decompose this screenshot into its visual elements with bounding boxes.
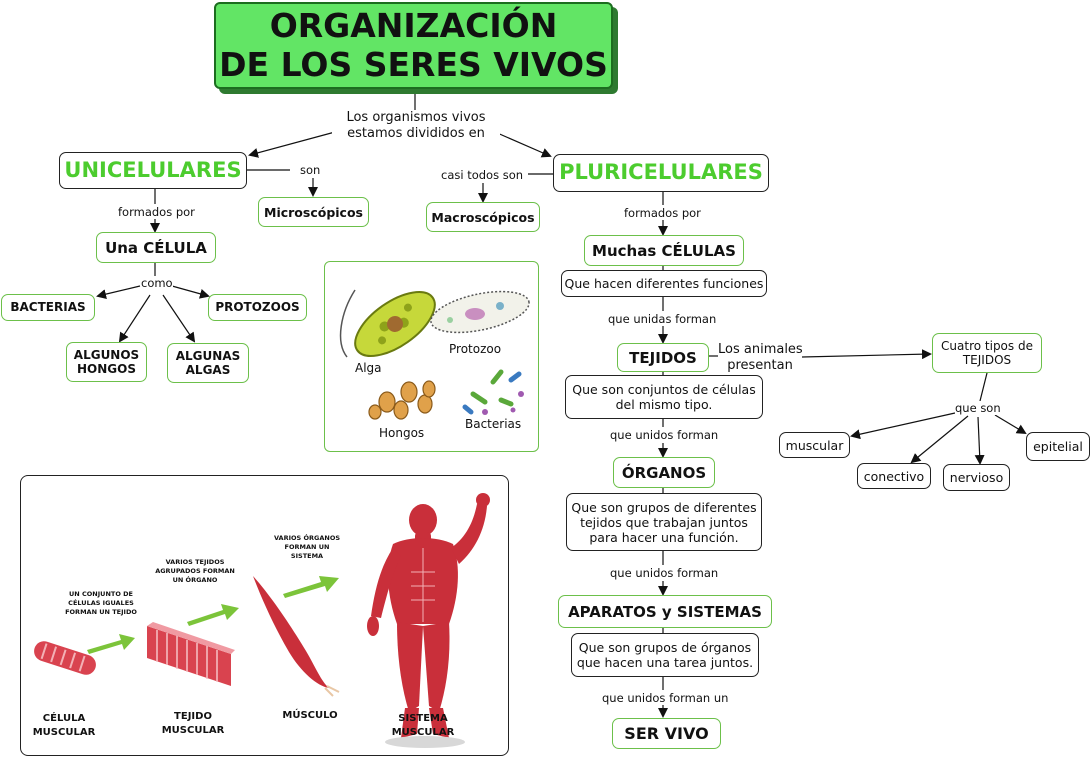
title-line-2: DE LOS SERES VIVOS	[219, 44, 608, 84]
microbes-image: Alga Protozoo Hongos Bacterias	[324, 261, 539, 452]
concept-conectivo[interactable]: conectivo	[857, 463, 931, 489]
concept-muchas-celulas[interactable]: Muchas CÉLULAS	[584, 235, 744, 266]
caption-organos-line1: VARIOS ÓRGANOS	[273, 534, 341, 542]
caption-organos-line2: FORMAN UN	[284, 542, 330, 551]
aparatos-def-line1: Que son grupos de órganos	[578, 640, 752, 655]
organos-def-line2: tejidos que trabajan juntos	[580, 514, 748, 530]
label-celula-line1: CÉLULA	[42, 713, 86, 724]
microbe-label-protozoo: Protozoo	[449, 342, 502, 356]
microbe-label-hongos: Hongos	[379, 426, 425, 440]
concept-microscopicos[interactable]: Microscópicos	[258, 197, 369, 227]
concept-diferentes-funciones[interactable]: Que hacen diferentes funciones	[561, 270, 767, 297]
link-son: son	[300, 163, 321, 178]
concept-protozoos[interactable]: PROTOZOOS	[208, 294, 307, 321]
concept-tejidos[interactable]: TEJIDOS	[617, 343, 709, 372]
link-casi-todos-son: casi todos son	[441, 168, 524, 183]
organos-def-line1: Que son grupos de diferentes	[571, 499, 757, 515]
label-tejido-line1: TEJIDO	[174, 711, 212, 722]
organos-def-line3: para hacer una función.	[589, 529, 739, 545]
concept-cuatro-tipos[interactable]: Cuatro tipos de TEJIDOS	[932, 333, 1042, 373]
concept-muscular[interactable]: muscular	[779, 432, 850, 458]
algunos-hongos-line1: ALGUNOS	[73, 347, 140, 362]
link-animales-line1: Los animales	[718, 342, 803, 357]
concept-pluricelulares[interactable]: PLURICELULARES	[553, 154, 769, 192]
link-divided-line2: estamos divididos en	[347, 126, 485, 142]
concept-aparatos-def[interactable]: Que son grupos de órganos que hacen una …	[571, 633, 759, 677]
muscle-illustration	[34, 493, 490, 748]
microbe-label-alga: Alga	[355, 361, 382, 375]
concept-tejidos-def[interactable]: Que son conjuntos de células del mismo t…	[565, 375, 763, 419]
link-animales: Los animales presentan	[718, 342, 803, 375]
link-unidas-forman: que unidas forman	[608, 312, 717, 327]
concept-unicelulares[interactable]: UNICELULARES	[59, 152, 247, 189]
caption-conjunto-line2: CÉLULAS IGUALES	[68, 598, 134, 607]
cuatro-tipos-line1: Cuatro tipos de	[941, 338, 1033, 353]
concept-aparatos-sistemas[interactable]: APARATOS y SISTEMAS	[558, 595, 772, 628]
label-tejido-line2: MUSCULAR	[161, 725, 225, 736]
label-celula-line2: MUSCULAR	[32, 727, 96, 738]
caption-tejidos-line1: VARIOS TEJIDOS	[165, 558, 225, 566]
cuatro-tipos-line2: TEJIDOS	[962, 353, 1012, 367]
concept-algunas-algas[interactable]: ALGUNAS ALGAS	[167, 343, 249, 383]
caption-organos-line3: SISTEMA	[290, 551, 324, 560]
link-unidos-forman-1: que unidos forman	[610, 428, 719, 443]
label-musculo: MÚSCULO	[282, 710, 338, 721]
algunos-hongos-line2: HONGOS	[77, 362, 136, 376]
title-line-1: ORGANIZACIÓN	[269, 6, 558, 46]
tejidos-def-line2: del mismo tipo.	[615, 397, 713, 412]
link-unidos-forman-un: que unidos forman un	[602, 691, 729, 706]
concept-una-celula[interactable]: Una CÉLULA	[96, 232, 216, 263]
main-title: ORGANIZACIÓN DE LOS SERES VIVOS	[214, 2, 613, 89]
caption-tejidos-line3: UN ÓRGANO	[172, 575, 218, 584]
link-divided-line1: Los organismos vivos	[346, 110, 486, 125]
concept-macroscopicos[interactable]: Macroscópicos	[426, 202, 540, 232]
link-divided: Los organismos vivos estamos divididos e…	[332, 110, 500, 143]
link-como: como	[141, 276, 173, 291]
algunas-algas-line1: ALGUNAS	[175, 348, 241, 363]
link-formados-por-uni: formados por	[118, 205, 195, 220]
concept-organos[interactable]: ÓRGANOS	[613, 457, 715, 488]
algunas-algas-line2: ALGAS	[185, 363, 231, 377]
concept-organos-def[interactable]: Que son grupos de diferentes tejidos que…	[566, 493, 762, 551]
caption-conjunto-line3: FORMAN UN TEJIDO	[65, 607, 137, 616]
muscle-organization-image: UN CONJUNTO DE CÉLULAS IGUALES FORMAN UN…	[20, 475, 509, 756]
label-sistema-line1: SISTEMA	[398, 713, 448, 724]
caption-varios-tejidos: VARIOS TEJIDOS AGRUPADOS FORMAN UN ÓRGAN…	[149, 558, 241, 584]
concept-bacterias[interactable]: BACTERIAS	[1, 294, 95, 321]
concept-algunos-hongos[interactable]: ALGUNOS HONGOS	[66, 342, 147, 382]
concept-nervioso[interactable]: nervioso	[943, 464, 1010, 491]
label-tejido-muscular: TEJIDO MUSCULAR	[153, 710, 233, 738]
tejidos-def-line1: Que son conjuntos de células	[572, 382, 756, 397]
caption-tejidos-line2: AGRUPADOS FORMAN	[155, 566, 235, 575]
aparatos-def-line2: que hacen una tarea juntos.	[576, 655, 754, 670]
concept-epitelial[interactable]: epitelial	[1026, 432, 1090, 461]
label-sistema-line2: MUSCULAR	[391, 727, 455, 738]
link-formados-por-pluri: formados por	[624, 206, 701, 221]
link-animales-line2: presentan	[727, 358, 793, 374]
concept-ser-vivo[interactable]: SER VIVO	[612, 718, 721, 749]
link-que-son: que son	[955, 401, 1001, 416]
caption-conjunto-line1: UN CONJUNTO DE	[69, 590, 133, 598]
label-sistema-muscular: SISTEMA MUSCULAR	[383, 712, 463, 740]
microbe-label-bacterias: Bacterias	[465, 417, 522, 431]
microbes-illustration	[339, 289, 530, 420]
label-celula-muscular: CÉLULA MUSCULAR	[27, 712, 101, 740]
link-unidos-forman-2: que unidos forman	[610, 566, 719, 581]
caption-conjunto-celulas: UN CONJUNTO DE CÉLULAS IGUALES FORMAN UN…	[55, 590, 147, 616]
caption-varios-organos: VARIOS ÓRGANOS FORMAN UN SISTEMA	[265, 534, 349, 560]
